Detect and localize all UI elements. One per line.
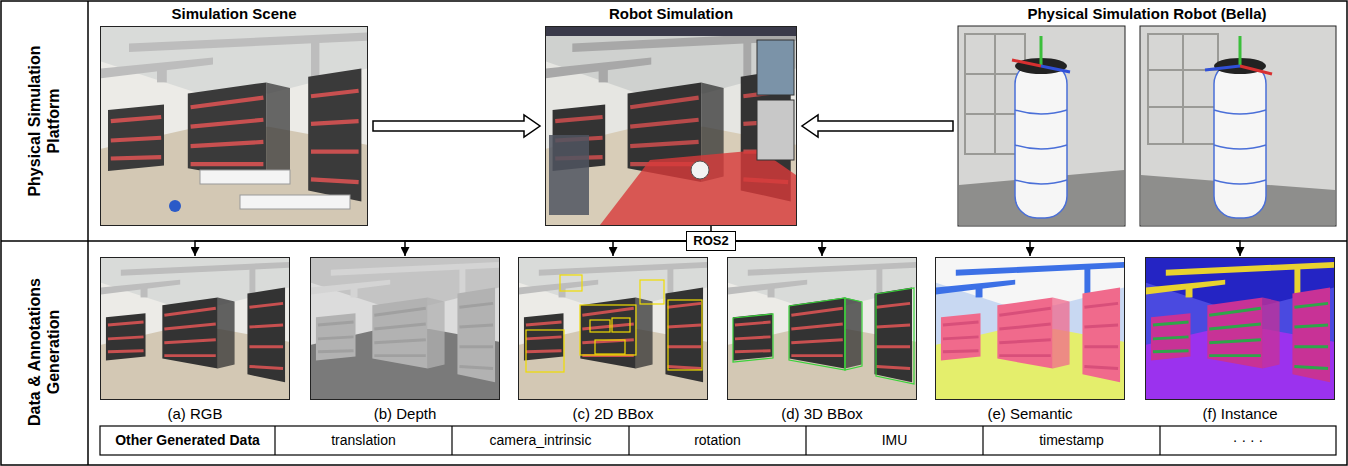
bbox-2d-overlay [526, 275, 702, 372]
bbox-3d-overlay [733, 288, 914, 384]
row-label: Data & Annotations Generation [19, 267, 69, 437]
table-cell: timestamp [983, 426, 1160, 455]
depth-panel: (b) Depth [310, 257, 500, 422]
row-label: Physical Simulation Platform [19, 36, 69, 206]
checkout-counter [200, 170, 290, 184]
panel-caption: (d) 3D BBox [727, 400, 917, 422]
panel-title: Robot Simulation [545, 5, 797, 26]
depth-image [311, 258, 499, 399]
table-dividers [275, 426, 1160, 455]
bella-robot [1012, 36, 1070, 218]
image-frame [100, 257, 290, 400]
instance-image [1146, 258, 1334, 399]
robot-panel: Physical Simulation Robot (Bella) [958, 5, 1336, 226]
connector-line [613, 241, 686, 256]
panel-caption: (f) Instance [1145, 400, 1335, 422]
ui-toolbar [546, 27, 796, 36]
scene-panel: Simulation Scene [100, 5, 368, 226]
box-label: ROS2 [693, 233, 728, 249]
table-cell: IMU [806, 426, 983, 455]
panel-caption: (c) 2D BBox [518, 400, 708, 422]
camera-view [757, 40, 794, 95]
table-cell: rotation [629, 426, 806, 455]
bookshelf [965, 34, 1218, 154]
row-divider [87, 1, 89, 465]
table-cell: · · · · [1160, 426, 1336, 455]
image-frame [100, 26, 368, 226]
panel-caption: (a) RGB [100, 400, 290, 422]
bbox3d-panel: (d) 3D BBox [727, 257, 917, 422]
image-frame [1145, 257, 1335, 400]
connector-line [405, 241, 686, 256]
connector-line [195, 241, 686, 256]
hollow-arrow [802, 115, 953, 137]
ui-panel [549, 135, 589, 215]
image-frame [310, 257, 500, 400]
simulation-panel: Robot Simulation [545, 5, 797, 226]
image-frame [958, 26, 1336, 226]
bbox3d-image [728, 258, 916, 399]
bbox2d-image [519, 258, 707, 399]
ros-box: ROS2 [686, 231, 735, 251]
image-frame [727, 257, 917, 400]
robot-image [1140, 26, 1336, 226]
table-header: Other Generated Data [100, 426, 275, 455]
data-table [100, 426, 1336, 455]
checkout-counter [240, 195, 350, 209]
rgb-panel: (a) RGB [100, 257, 290, 422]
hollow-arrow [373, 115, 540, 137]
rgb-image [101, 258, 289, 399]
semantic-image [936, 258, 1124, 399]
instance-panel: (f) Instance [1145, 257, 1335, 422]
connector-line [736, 241, 1030, 256]
bella-robot [1205, 36, 1272, 218]
table-cell: translation [275, 426, 452, 455]
image-frame [518, 257, 708, 400]
table-cell: camera_intrinsic [452, 426, 629, 455]
image-frame [935, 257, 1125, 400]
simulation-image [546, 27, 796, 225]
bbox2d-panel: (c) 2D BBox [518, 257, 708, 422]
connector-line [736, 241, 1240, 256]
image-frame [545, 26, 797, 226]
panel-title: Physical Simulation Robot (Bella) [958, 5, 1336, 26]
connector-line [736, 241, 822, 256]
depth-view [757, 100, 794, 160]
scene-image [101, 27, 367, 225]
panel-title: Simulation Scene [100, 5, 368, 26]
robot-marker [691, 161, 709, 179]
semantic-panel: (e) Semantic [935, 257, 1125, 422]
panel-caption: (e) Semantic [935, 400, 1125, 422]
cost-map [600, 150, 796, 225]
robot-image [958, 26, 1125, 226]
floor-sign [169, 200, 181, 212]
panel-caption: (b) Depth [310, 400, 500, 422]
